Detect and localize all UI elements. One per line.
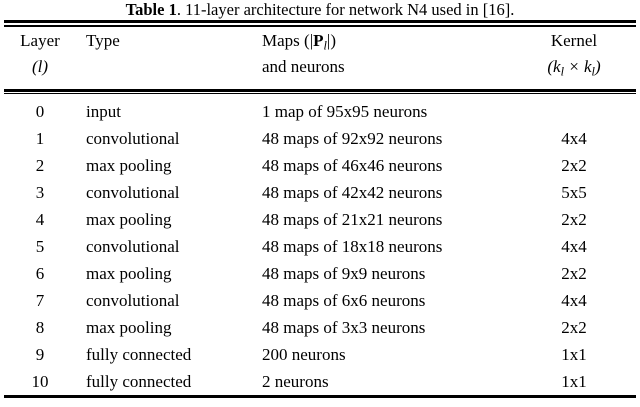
cell-maps: 48 maps of 92x92 neurons (262, 129, 443, 148)
cell-type: max pooling (86, 318, 172, 337)
header-maps-line2: and neurons (262, 57, 345, 76)
cell-type: convolutional (86, 183, 180, 202)
header-kernel-line1: Kernel (550, 31, 598, 50)
header-type-line1: Type (86, 31, 120, 50)
cell-maps: 1 map of 95x95 neurons (262, 102, 428, 121)
cell-maps: 48 maps of 21x21 neurons (262, 210, 443, 229)
header-kernel-line2: (kl × kl) (512, 54, 636, 80)
cell-type: convolutional (86, 129, 180, 148)
cell-layer: 3 (35, 183, 45, 202)
cell-layer: 0 (35, 102, 45, 121)
cell-layer: 10 (31, 372, 49, 391)
header-kernel-formula: (kl × kl) (547, 57, 601, 79)
cell-type: max pooling (86, 210, 172, 229)
cell-layer: 8 (35, 318, 45, 337)
cell-kernel: 4x4 (561, 237, 587, 256)
cell-type: fully connected (86, 372, 192, 391)
cell-maps: 48 maps of 18x18 neurons (262, 237, 443, 256)
rule-top-thick (4, 20, 636, 23)
table-row: 5 convolutional 48 maps of 18x18 neurons… (0, 233, 640, 260)
cell-layer: 2 (35, 156, 45, 175)
table-row: 9 fully connected 200 neurons 1x1 (0, 341, 640, 368)
cell-maps: 2 neurons (262, 372, 329, 391)
cell-type: convolutional (86, 237, 180, 256)
cell-maps: 48 maps of 46x46 neurons (262, 156, 443, 175)
cell-maps: 200 neurons (262, 345, 346, 364)
table-row: 3 convolutional 48 maps of 42x42 neurons… (0, 179, 640, 206)
cell-kernel: 2x2 (561, 264, 587, 283)
table-row: 4 max pooling 48 maps of 21x21 neurons 2… (0, 206, 640, 233)
cell-kernel: 1x1 (561, 372, 587, 391)
cell-maps: 48 maps of 6x6 neurons (262, 291, 426, 310)
table-caption: Table 1. 11-layer architecture for netwo… (0, 0, 640, 20)
rule-header-thick (4, 89, 636, 92)
rule-bottom (4, 395, 636, 398)
header-maps-line1: Maps (|Pl|) (262, 28, 336, 54)
rule-header-thin (4, 93, 636, 94)
table-header: Layer (l) Type Maps (|Pl|) and neurons K… (0, 28, 640, 88)
cell-kernel: 4x4 (561, 291, 587, 310)
cell-layer: 6 (35, 264, 45, 283)
header-maps-prefix: Maps (|Pl|) (262, 31, 336, 53)
cell-type: convolutional (86, 291, 180, 310)
cell-layer: 1 (35, 129, 45, 148)
table-row: 10 fully connected 2 neurons 1x1 (0, 368, 640, 395)
cell-kernel: 2x2 (561, 210, 587, 229)
table-row: 7 convolutional 48 maps of 6x6 neurons 4… (0, 287, 640, 314)
cell-type: max pooling (86, 156, 172, 175)
cell-type: max pooling (86, 264, 172, 283)
table-row: 6 max pooling 48 maps of 9x9 neurons 2x2 (0, 260, 640, 287)
table-body: 0 input 1 map of 95x95 neurons 1 convolu… (0, 98, 640, 395)
cell-kernel: 2x2 (561, 318, 587, 337)
cell-type: input (86, 102, 121, 121)
cell-layer: 5 (35, 237, 45, 256)
table-row: 2 max pooling 48 maps of 46x46 neurons 2… (0, 152, 640, 179)
table-row: 1 convolutional 48 maps of 92x92 neurons… (0, 125, 640, 152)
cell-maps: 48 maps of 42x42 neurons (262, 183, 443, 202)
cell-kernel: 2x2 (561, 156, 587, 175)
header-layer-symbol: (l) (31, 57, 49, 76)
caption-label: Table 1 (125, 0, 177, 19)
rule-top-thin (4, 25, 636, 27)
header-layer-line2: (l) (4, 54, 76, 80)
table-row: 0 input 1 map of 95x95 neurons (0, 98, 640, 125)
cell-layer: 9 (35, 345, 45, 364)
cell-maps: 48 maps of 3x3 neurons (262, 318, 426, 337)
cell-type: fully connected (86, 345, 192, 364)
cell-kernel: 4x4 (561, 129, 587, 148)
table-row: 8 max pooling 48 maps of 3x3 neurons 2x2 (0, 314, 640, 341)
cell-kernel: 5x5 (561, 183, 587, 202)
cell-layer: 4 (35, 210, 45, 229)
caption-text: . 11-layer architecture for network N4 u… (176, 0, 515, 19)
cell-kernel: 1x1 (561, 345, 587, 364)
cell-layer: 7 (35, 291, 45, 310)
header-layer-line1: Layer (20, 31, 60, 50)
cell-maps: 48 maps of 9x9 neurons (262, 264, 426, 283)
cell-kernel (512, 98, 636, 125)
